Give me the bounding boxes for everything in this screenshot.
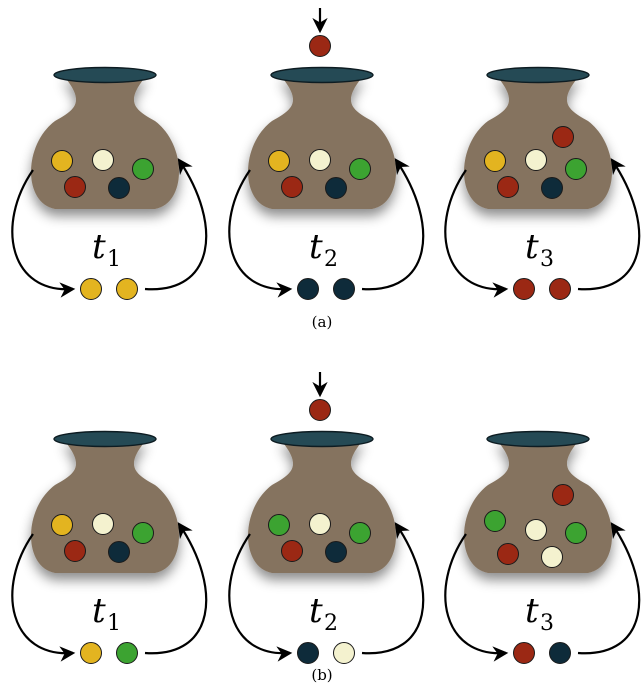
ball-navy <box>325 541 347 563</box>
urn-rim <box>486 430 590 448</box>
ball-red <box>552 484 574 506</box>
return-arrow <box>577 522 641 655</box>
ball-cream <box>525 519 547 541</box>
draw-arrow <box>228 533 293 662</box>
urn-body <box>248 75 396 209</box>
ball-navy <box>325 177 347 199</box>
urn-body <box>464 75 612 209</box>
ball-navy <box>108 177 130 199</box>
ball-cream <box>309 149 331 171</box>
ball-yellow <box>51 514 73 536</box>
ball-navy <box>108 541 130 563</box>
time-label-subscript: 1 <box>107 611 121 636</box>
drawn-ball-red <box>513 642 535 664</box>
ball-green <box>565 522 587 544</box>
return-arrow <box>144 158 208 291</box>
urn-rim <box>270 430 374 448</box>
time-label: t <box>92 591 106 631</box>
ball-red <box>281 540 303 562</box>
drawn-ball-yellow <box>116 278 138 300</box>
ball-red <box>64 176 86 198</box>
drawn-ball-green <box>116 642 138 664</box>
ball-red <box>281 176 303 198</box>
time-label-subscript: 3 <box>540 611 554 636</box>
ball-yellow <box>268 150 290 172</box>
urn-rim <box>270 66 374 84</box>
time-label: t <box>525 227 539 267</box>
ball-red <box>552 126 574 148</box>
draw-arrow <box>11 533 76 662</box>
urn-body <box>464 439 612 573</box>
drawn-ball-red <box>549 278 571 300</box>
incoming-ball-red <box>309 35 331 57</box>
ball-yellow <box>51 150 73 172</box>
drawn-ball-cream <box>333 642 355 664</box>
urn-body <box>31 75 179 209</box>
drawn-ball-yellow <box>80 642 102 664</box>
urn-body <box>248 439 396 573</box>
ball-red <box>64 540 86 562</box>
ball-red <box>497 543 519 565</box>
time-label: t <box>92 227 106 267</box>
urn-rim <box>53 430 157 448</box>
draw-arrow <box>11 169 76 298</box>
ball-green <box>349 522 371 544</box>
time-label-subscript: 1 <box>107 247 121 272</box>
return-arrow <box>577 158 641 291</box>
panel-caption: (b) <box>311 666 332 684</box>
time-label-subscript: 2 <box>324 611 338 636</box>
urn-body <box>31 439 179 573</box>
return-arrow <box>144 522 208 655</box>
ball-green <box>349 158 371 180</box>
ball-cream <box>541 546 563 568</box>
draw-arrow <box>444 169 509 298</box>
drawn-ball-navy <box>297 278 319 300</box>
time-label: t <box>309 227 323 267</box>
ball-yellow <box>484 150 506 172</box>
drawn-ball-red <box>513 278 535 300</box>
ball-cream <box>92 513 114 535</box>
draw-arrow <box>228 169 293 298</box>
ball-cream <box>92 149 114 171</box>
urn-rim <box>486 66 590 84</box>
urn-rim <box>53 66 157 84</box>
time-label-subscript: 2 <box>324 247 338 272</box>
panel-caption: (a) <box>312 313 333 331</box>
ball-green <box>268 514 290 536</box>
drawn-ball-navy <box>297 642 319 664</box>
ball-cream <box>309 513 331 535</box>
time-label: t <box>309 591 323 631</box>
ball-navy <box>541 177 563 199</box>
time-label-subscript: 3 <box>540 247 554 272</box>
draw-arrow <box>444 533 509 662</box>
time-label: t <box>525 591 539 631</box>
drawn-ball-navy <box>333 278 355 300</box>
ball-cream <box>525 149 547 171</box>
ball-red <box>497 176 519 198</box>
return-arrow <box>361 522 425 655</box>
return-arrow <box>361 158 425 291</box>
ball-green <box>565 158 587 180</box>
drawn-ball-yellow <box>80 278 102 300</box>
ball-green <box>484 510 506 532</box>
ball-green <box>132 522 154 544</box>
incoming-ball-red <box>309 399 331 421</box>
ball-green <box>132 158 154 180</box>
drawn-ball-navy <box>549 642 571 664</box>
